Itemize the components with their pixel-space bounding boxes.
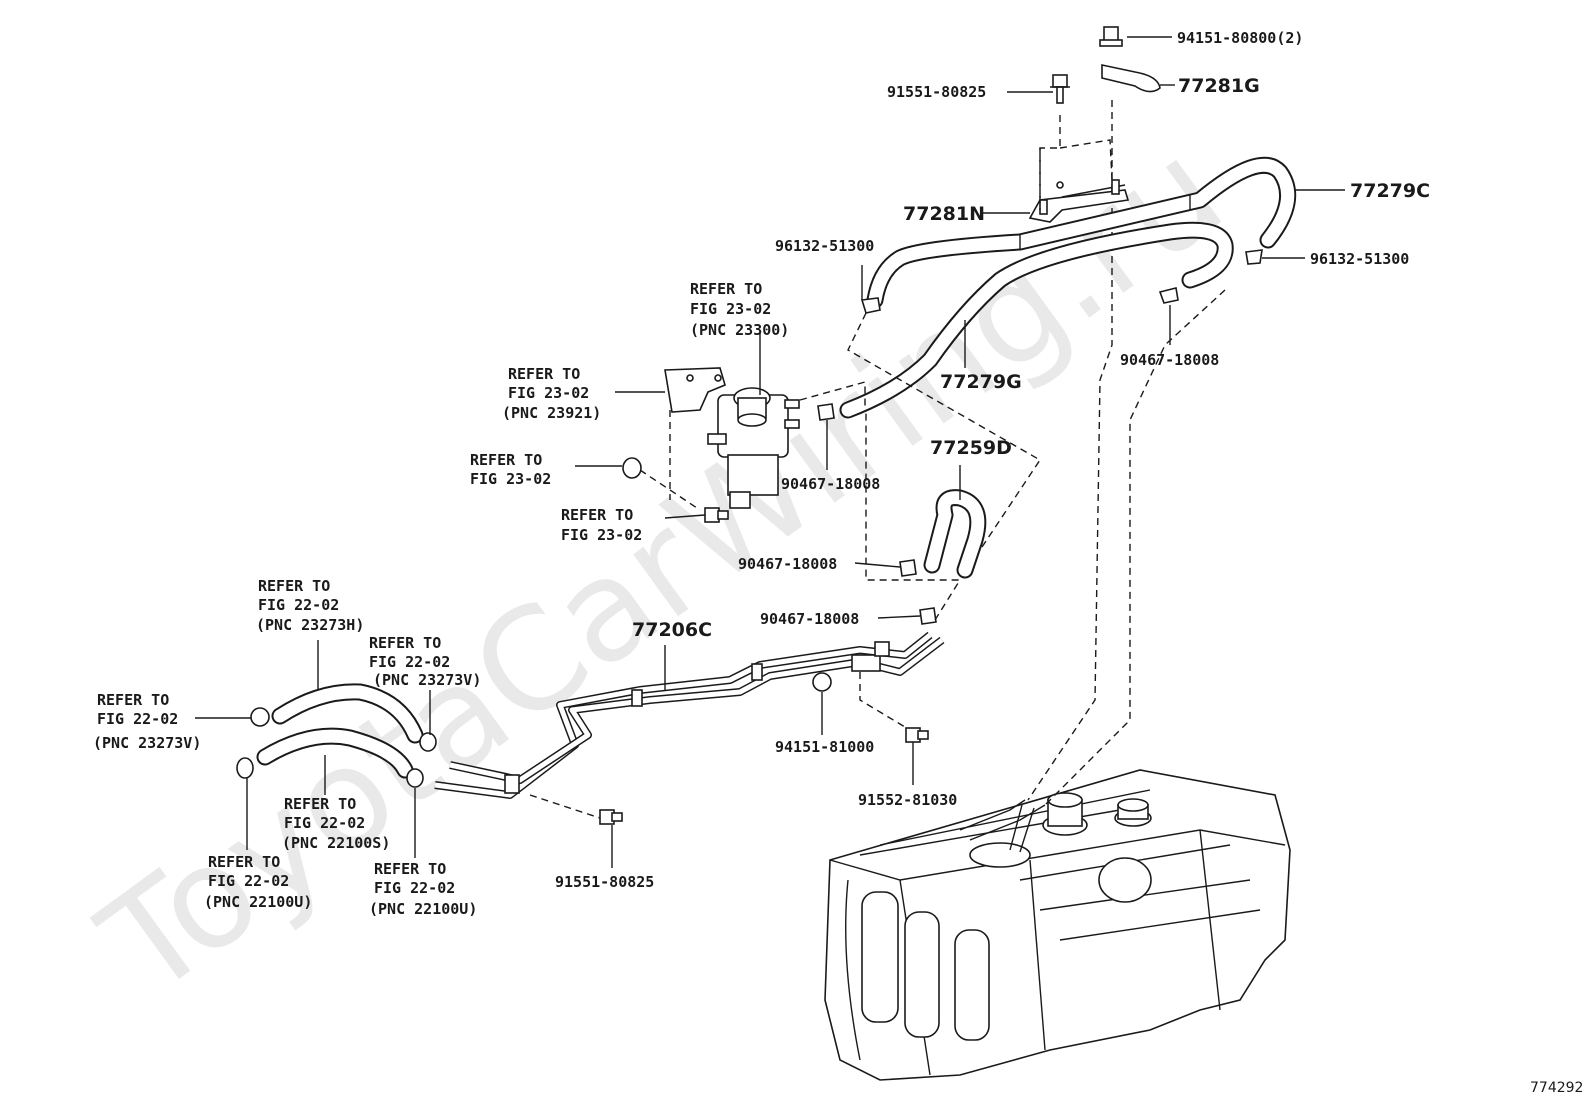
label-90467-18008-right: 90467-18008	[1120, 351, 1219, 369]
hose-77279G	[839, 221, 1234, 419]
clamp-left-3	[419, 732, 437, 752]
svg-text:(PNC 23921): (PNC 23921)	[502, 404, 601, 422]
clip-90467-18008-b	[899, 559, 917, 577]
leader-lines	[195, 36, 1345, 868]
bolt-91552-81030	[905, 727, 929, 743]
label-77206C: 77206C	[632, 619, 712, 641]
svg-text:REFER TO: REFER TO	[690, 280, 762, 298]
svg-text:(PNC 23273H): (PNC 23273H)	[256, 616, 364, 634]
label-77279G: 77279G	[940, 371, 1022, 393]
clamp-77281G	[1101, 64, 1161, 93]
svg-text:REFER TO: REFER TO	[374, 860, 446, 878]
label-77279C: 77279C	[1350, 180, 1430, 202]
svg-text:REFER TO: REFER TO	[561, 506, 633, 524]
hose-22-02-lower	[256, 727, 414, 779]
label-91551-80825-bottom: 91551-80825	[555, 873, 654, 891]
bracket-77281N	[1028, 179, 1130, 223]
label-77281G: 77281G	[1178, 75, 1260, 97]
label-90467-18008-a: 90467-18008	[781, 475, 880, 493]
clip-90467-18008-c	[919, 607, 937, 625]
clip-90467-18008-right	[1158, 287, 1179, 304]
refer-r2: REFER TO FIG 23-02 (PNC 23921)	[502, 365, 601, 422]
svg-text:FIG 23-02: FIG 23-02	[561, 526, 642, 544]
figure-id: 774292	[1530, 1080, 1583, 1096]
svg-text:FIG 22-02: FIG 22-02	[369, 653, 450, 671]
grommet-refer-23-02	[622, 457, 642, 479]
clip-90467-18008-a	[817, 403, 835, 421]
clip-96132-51300-right	[1245, 249, 1263, 265]
bolt-91551-80825-top	[1050, 74, 1070, 104]
svg-text:FIG 23-02: FIG 23-02	[470, 470, 551, 488]
svg-text:REFER TO: REFER TO	[97, 691, 169, 709]
clamp-left-4	[406, 768, 424, 788]
hose-77259D	[923, 489, 987, 579]
label-94151-80800: 94151-80800(2)	[1177, 29, 1303, 47]
svg-text:(PNC 23273V): (PNC 23273V)	[93, 734, 201, 752]
clip-96132-51300-left	[860, 297, 881, 314]
svg-text:(PNC 23273V): (PNC 23273V)	[373, 671, 481, 689]
refer-r10: REFER TO FIG 22-02 (PNC 22100U)	[369, 860, 477, 918]
svg-text:FIG 22-02: FIG 22-02	[374, 879, 455, 897]
refer-r1: REFER TO FIG 23-02 (PNC 23300)	[690, 280, 789, 339]
nut-94151-80800	[1099, 26, 1123, 47]
refer-r5: REFER TO FIG 22-02 (PNC 23273H)	[256, 577, 364, 634]
svg-text:FIG 22-02: FIG 22-02	[258, 596, 339, 614]
bolt-91551-80825-bottom	[599, 809, 623, 825]
svg-text:REFER TO: REFER TO	[508, 365, 580, 383]
svg-text:FIG 23-02: FIG 23-02	[508, 384, 589, 402]
label-90467-18008-c: 90467-18008	[760, 610, 859, 628]
svg-text:FIG 22-02: FIG 22-02	[284, 814, 365, 832]
hose-22-02-upper	[271, 683, 424, 744]
refer-r8: REFER TO FIG 22-02 (PNC 22100S)	[282, 795, 390, 852]
svg-text:(PNC 22100S): (PNC 22100S)	[282, 834, 390, 852]
nut-94151-81000	[812, 672, 832, 692]
label-96132-51300-left: 96132-51300	[775, 237, 874, 255]
svg-text:REFER TO: REFER TO	[470, 451, 542, 469]
svg-text:(PNC 22100U): (PNC 22100U)	[204, 893, 312, 911]
label-96132-51300-right: 96132-51300	[1310, 250, 1409, 268]
label-90467-18008-b: 90467-18008	[738, 555, 837, 573]
svg-text:REFER TO: REFER TO	[208, 853, 280, 871]
label-91551-80825-top: 91551-80825	[887, 83, 986, 101]
svg-text:REFER TO: REFER TO	[284, 795, 356, 813]
refer-r9: REFER TO FIG 22-02 (PNC 22100U)	[204, 853, 312, 911]
label-77281N: 77281N	[903, 203, 985, 225]
svg-text:FIG 22-02: FIG 22-02	[97, 710, 178, 728]
svg-text:REFER TO: REFER TO	[258, 577, 330, 595]
fuel-tank	[824, 769, 1291, 1081]
svg-text:FIG 23-02: FIG 23-02	[690, 300, 771, 318]
refer-r4: REFER TO FIG 23-02	[561, 506, 642, 544]
refer-r3: REFER TO FIG 23-02	[470, 451, 551, 488]
refer-r6: REFER TO FIG 22-02 (PNC 23273V)	[369, 634, 481, 689]
svg-text:REFER TO: REFER TO	[369, 634, 441, 652]
refer-r7: REFER TO FIG 22-02 (PNC 23273V)	[93, 691, 201, 752]
hose-77279C	[866, 156, 1297, 309]
label-91552-81030: 91552-81030	[858, 791, 957, 809]
pipe-77206C	[434, 631, 945, 799]
label-77259D: 77259D	[930, 437, 1012, 459]
label-94151-81000: 94151-81000	[775, 738, 874, 756]
svg-text:(PNC 23300): (PNC 23300)	[690, 321, 789, 339]
svg-text:(PNC 22100U): (PNC 22100U)	[369, 900, 477, 918]
canister-assembly	[664, 367, 800, 509]
clamp-left-1	[250, 707, 270, 727]
svg-text:FIG 22-02: FIG 22-02	[208, 872, 289, 890]
clamp-left-2	[236, 757, 254, 779]
